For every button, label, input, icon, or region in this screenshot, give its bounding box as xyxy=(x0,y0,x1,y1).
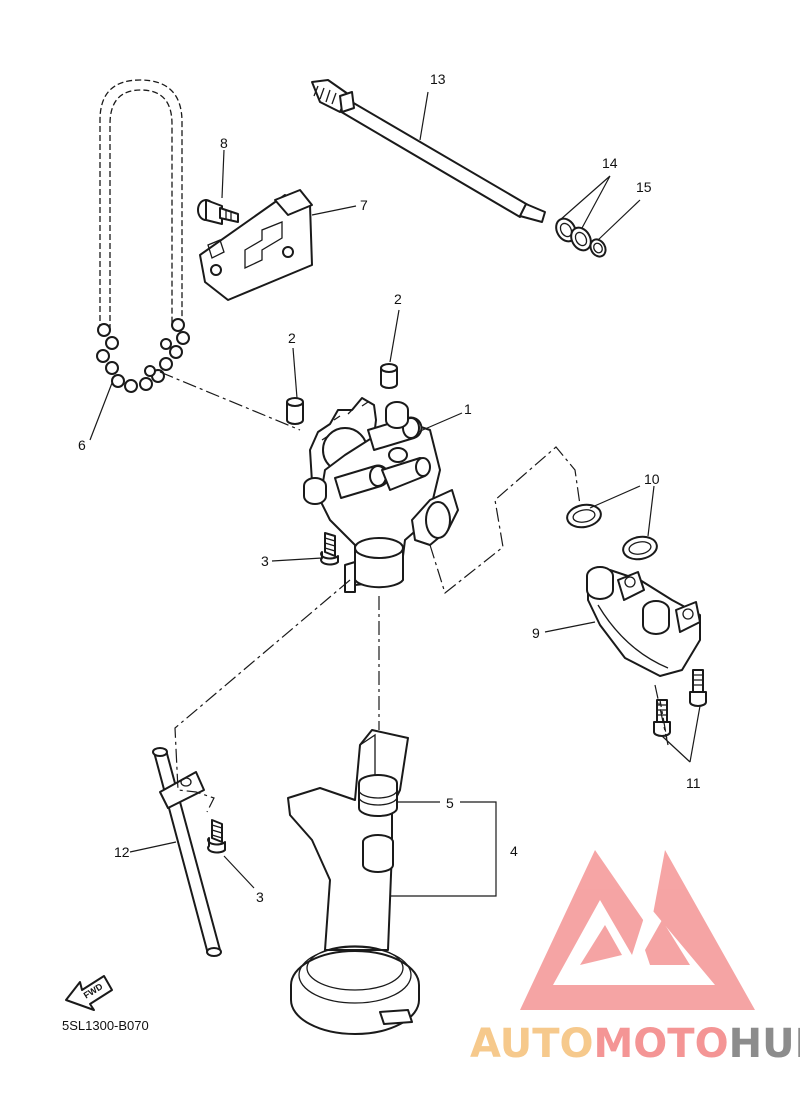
callout-4: 4 xyxy=(510,843,518,859)
callout-9: 9 xyxy=(532,625,540,641)
watermark-moto: MOTO xyxy=(594,1021,729,1067)
dowel-pins xyxy=(286,363,398,425)
callout-13: 13 xyxy=(430,71,446,87)
callout-11: 11 xyxy=(686,775,701,791)
drive-chain xyxy=(96,79,190,393)
callout-2-right: 2 xyxy=(394,291,402,307)
callout-10: 10 xyxy=(644,471,660,487)
oil-strainer xyxy=(287,729,420,1035)
screws-3 xyxy=(207,532,339,854)
oil-manifold xyxy=(586,566,701,677)
leader-lines xyxy=(89,91,701,897)
oil-pipe xyxy=(311,79,546,223)
watermark-text: AUTOMOTOHUB xyxy=(470,1021,800,1067)
callout-1: 1 xyxy=(464,401,472,417)
callout-2-left: 2 xyxy=(288,330,296,346)
callout-15: 15 xyxy=(636,179,652,195)
diagram-code: 5SL1300-B070 xyxy=(62,1018,149,1033)
bolt-8 xyxy=(197,199,239,225)
watermark-logo xyxy=(520,850,755,1010)
assembly-lines xyxy=(159,371,669,813)
callout-5: 5 xyxy=(446,795,454,811)
callout-6: 6 xyxy=(78,437,86,453)
callout-12: 12 xyxy=(114,844,130,860)
watermark-auto: AUTO xyxy=(470,1021,594,1067)
gaskets-10 xyxy=(566,503,658,561)
chain-guide xyxy=(199,189,313,301)
callout-7: 7 xyxy=(360,197,368,213)
oil-pump-assembly xyxy=(303,397,459,593)
fwd-arrow-icon: FWD xyxy=(65,975,113,1011)
callout-8: 8 xyxy=(220,135,228,151)
bolts-11 xyxy=(653,669,707,737)
watermark-hub: HUB xyxy=(729,1021,800,1067)
callout-14: 14 xyxy=(602,155,618,171)
callout-3-lower: 3 xyxy=(256,889,264,905)
callout-labels: 1 2 2 3 3 4 5 6 7 8 9 10 11 12 13 14 15 xyxy=(78,71,701,905)
callout-3-upper: 3 xyxy=(261,553,269,569)
